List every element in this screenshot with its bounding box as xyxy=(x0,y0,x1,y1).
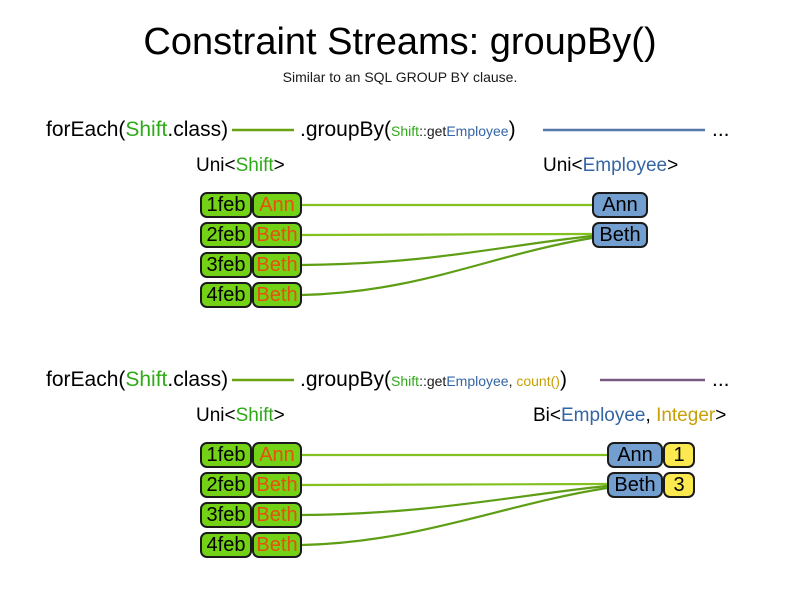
left-type-name-1: Shift xyxy=(235,155,274,176)
shift-date-cell[interactable]: 1feb xyxy=(200,442,252,468)
right-type-name2-2: Integer xyxy=(656,405,716,426)
groupby-op-2: .groupBy( xyxy=(300,368,392,391)
pipeline-expression-2: forEach(Shift.class) xyxy=(46,368,228,392)
shift-employee-cell[interactable]: Beth xyxy=(252,502,302,528)
groupby-arg-count-2: count() xyxy=(516,373,560,389)
foreach-type-1: Shift xyxy=(125,118,168,141)
shift-date-cell[interactable]: 4feb xyxy=(200,282,252,308)
group-count-cell[interactable]: 3 xyxy=(663,472,695,498)
groupby-arg-sep-1: ::get xyxy=(419,123,447,139)
group-employee-cell[interactable]: Beth xyxy=(592,222,648,248)
shift-employee-cell[interactable]: Beth xyxy=(252,222,302,248)
right-type-name-1: Employee xyxy=(582,155,668,176)
edge-3feb-beth xyxy=(301,234,593,267)
ellipsis-2: ... xyxy=(712,368,730,391)
group-employee-cell[interactable]: Ann xyxy=(592,192,648,218)
groupby-arg-comma-2: , xyxy=(508,373,517,389)
right-type-label-2: Bi<Employee, Integer> xyxy=(533,405,726,427)
left-type-prefix-1: Uni< xyxy=(196,155,236,176)
groupby-arg-sep-2: ::get xyxy=(419,373,447,389)
right-type-label-1: Uni<Employee> xyxy=(543,155,678,177)
right-type-comma-2: , xyxy=(645,405,657,426)
group-employee-cell[interactable]: Ann xyxy=(607,442,663,468)
groupby-arg-prop-2: Employee xyxy=(446,373,509,389)
ellipsis-1: ... xyxy=(712,118,730,141)
shift-employee-cell[interactable]: Beth xyxy=(252,252,302,278)
groupby-arg-type-2: Shift xyxy=(391,373,420,389)
groupby-close-2: ) xyxy=(559,368,567,391)
edge-4feb-beth xyxy=(301,236,593,297)
left-type-label-1: Uni<Shift> xyxy=(196,155,285,177)
shift-employee-cell[interactable]: Ann xyxy=(252,192,302,218)
right-type-suffix-1: > xyxy=(667,155,679,176)
foreach-suffix-1: .class) xyxy=(167,118,229,141)
foreach-prefix-2: forEach( xyxy=(46,368,126,391)
groupby-op-1: .groupBy( xyxy=(300,118,392,141)
shift-employee-cell[interactable]: Beth xyxy=(252,282,302,308)
left-type-prefix-2: Uni< xyxy=(196,405,236,426)
groupby-arg-prop-1: Employee xyxy=(446,123,509,139)
shift-date-cell[interactable]: 3feb xyxy=(200,252,252,278)
page-title: Constraint Streams: groupBy() xyxy=(143,21,657,63)
shift-employee-cell[interactable]: Beth xyxy=(252,532,302,558)
shift-employee-cell[interactable]: Ann xyxy=(252,442,302,468)
groupby-arg-type-1: Shift xyxy=(391,123,420,139)
group-employee-cell[interactable]: Beth xyxy=(607,472,663,498)
shift-date-cell[interactable]: 2feb xyxy=(200,472,252,498)
right-type-suffix-2: > xyxy=(715,405,727,426)
foreach-type-2: Shift xyxy=(125,368,168,391)
groupby-expression-1: .groupBy(Shift::getEmployee) xyxy=(300,118,516,143)
pipeline-expression-1: forEach(Shift.class) xyxy=(46,118,228,142)
shift-date-cell[interactable]: 4feb xyxy=(200,532,252,558)
left-type-suffix-2: > xyxy=(273,405,285,426)
foreach-suffix-2: .class) xyxy=(167,368,229,391)
right-type-prefix-2: Bi< xyxy=(533,405,561,426)
left-type-label-2: Uni<Shift> xyxy=(196,405,285,427)
edge2-2feb-beth xyxy=(301,482,608,487)
page-subtitle: Similar to an SQL GROUP BY clause. xyxy=(282,69,518,85)
right-type-name-2: Employee xyxy=(561,405,646,426)
shift-employee-cell[interactable]: Beth xyxy=(252,472,302,498)
edge2-3feb-beth xyxy=(301,484,608,517)
edge2-4feb-beth xyxy=(301,486,608,547)
shift-date-cell[interactable]: 3feb xyxy=(200,502,252,528)
shift-date-cell[interactable]: 1feb xyxy=(200,192,252,218)
right-type-prefix-1: Uni< xyxy=(543,155,583,176)
edge-2feb-beth xyxy=(301,232,593,237)
shift-date-cell[interactable]: 2feb xyxy=(200,222,252,248)
left-type-name-2: Shift xyxy=(235,405,274,426)
left-type-suffix-1: > xyxy=(273,155,285,176)
group-count-cell[interactable]: 1 xyxy=(663,442,695,468)
groupby-close-1: ) xyxy=(508,118,516,141)
foreach-prefix-1: forEach( xyxy=(46,118,126,141)
groupby-expression-2: .groupBy(Shift::getEmployee, count()) xyxy=(300,368,567,393)
